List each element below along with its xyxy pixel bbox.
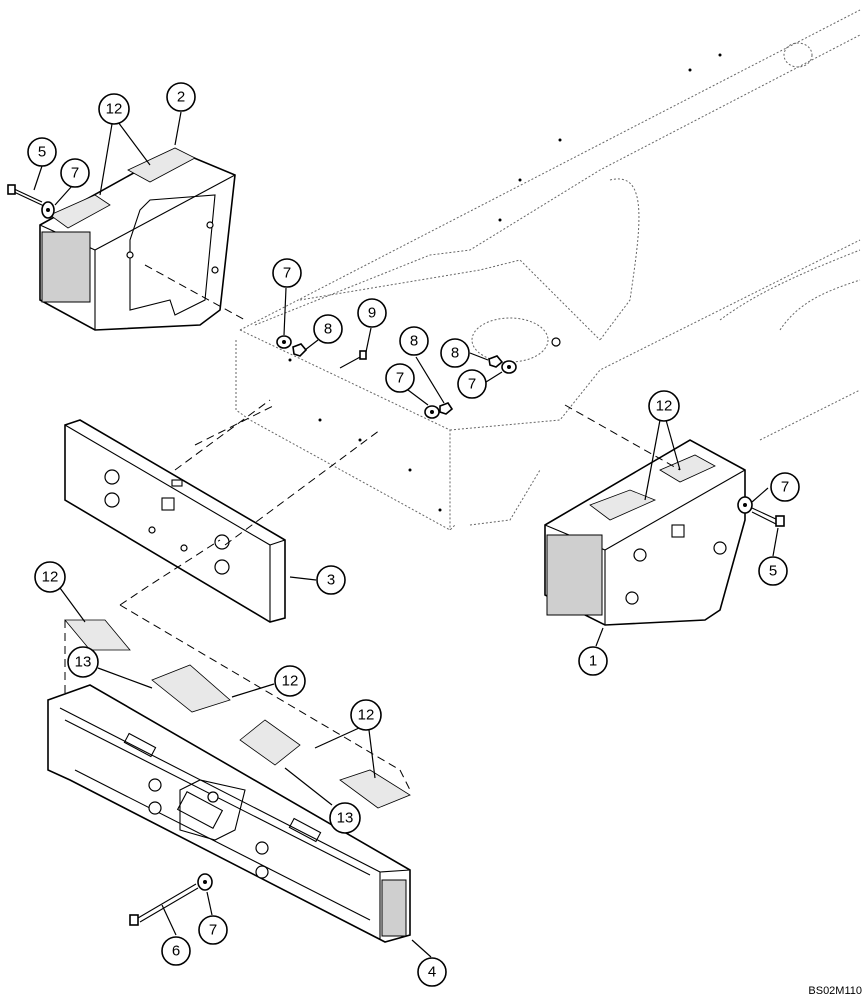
callout-9: 9	[357, 298, 387, 328]
callout-12-plate-left: 12	[34, 561, 66, 593]
callout-8-frame-right: 8	[440, 338, 470, 368]
callout-7-front: 7	[198, 915, 228, 945]
washer-7-upper-left	[41, 201, 55, 219]
svg-text:9: 9	[368, 305, 376, 322]
callout-8-frame-mid: 8	[399, 326, 429, 356]
svg-text:7: 7	[209, 922, 217, 939]
svg-text:12: 12	[358, 707, 375, 724]
svg-text:8: 8	[451, 345, 459, 362]
svg-text:5: 5	[769, 563, 777, 580]
callout-7-frame-mid: 7	[385, 363, 415, 393]
svg-text:7: 7	[781, 479, 789, 496]
tractor-frame	[235, 9, 861, 531]
washer-7-frame-right	[501, 360, 517, 374]
washer-7-front	[197, 873, 213, 891]
svg-text:4: 4	[428, 964, 436, 981]
svg-text:7: 7	[283, 265, 291, 282]
svg-text:7: 7	[71, 165, 79, 182]
washer-7-right	[737, 496, 753, 514]
bolt-9	[339, 350, 367, 369]
reference-code: BS02M110	[808, 985, 862, 997]
callout-7-right: 7	[770, 472, 800, 502]
callout-12-right: 12	[350, 699, 382, 731]
callout-5-right: 5	[758, 556, 788, 586]
left-side-weight	[39, 147, 236, 331]
bolt-5-right	[751, 507, 785, 527]
callout-8-frame-left: 8	[313, 314, 343, 344]
callout-1: 1	[578, 646, 608, 676]
callout-12-left-weight: 12	[98, 93, 130, 125]
leader-lines	[33, 111, 779, 958]
svg-text:13: 13	[75, 654, 92, 671]
right-side-weight	[544, 439, 746, 626]
decal-12-center-right	[239, 719, 301, 766]
callout-5-left: 5	[27, 137, 57, 167]
svg-text:12: 12	[42, 569, 59, 586]
svg-text:6: 6	[172, 943, 180, 960]
callout-7-left: 7	[60, 158, 90, 188]
callout-6: 6	[161, 936, 191, 966]
callout-7-frame-right: 7	[457, 369, 487, 399]
svg-text:1: 1	[589, 653, 597, 670]
callout-4: 4	[417, 957, 447, 987]
nut-8-frame-left	[292, 343, 308, 357]
callout-3: 3	[316, 565, 346, 595]
callout-12-center: 12	[274, 665, 306, 697]
callout-7-frame-left: 7	[272, 258, 302, 288]
washer-7-frame-mid	[424, 405, 440, 419]
front-weight	[47, 684, 411, 943]
mounting-plate	[64, 419, 286, 623]
callout-2: 2	[166, 82, 196, 112]
svg-text:8: 8	[410, 333, 418, 350]
bolt-5-upper-left	[7, 184, 45, 207]
callout-13-upper: 13	[67, 646, 99, 678]
svg-text:12: 12	[282, 673, 299, 690]
svg-text:5: 5	[38, 144, 46, 161]
svg-text:7: 7	[468, 376, 476, 393]
svg-text:12: 12	[656, 398, 673, 415]
svg-text:8: 8	[324, 321, 332, 338]
callout-13-lower: 13	[329, 802, 361, 834]
svg-text:13: 13	[337, 810, 354, 827]
nut-8-frame-right	[488, 355, 504, 368]
nut-8-frame-mid	[439, 402, 454, 415]
callout-12-right-weight: 12	[648, 390, 680, 422]
svg-text:3: 3	[327, 572, 335, 589]
decal-12-left	[64, 619, 131, 651]
decal-13-center	[151, 664, 231, 713]
svg-text:7: 7	[396, 370, 404, 387]
washer-7-frame-left	[276, 335, 292, 349]
svg-text:2: 2	[177, 89, 185, 106]
decal-12-far-right	[339, 769, 411, 809]
svg-text:12: 12	[106, 101, 123, 118]
bolt-6	[129, 883, 199, 926]
